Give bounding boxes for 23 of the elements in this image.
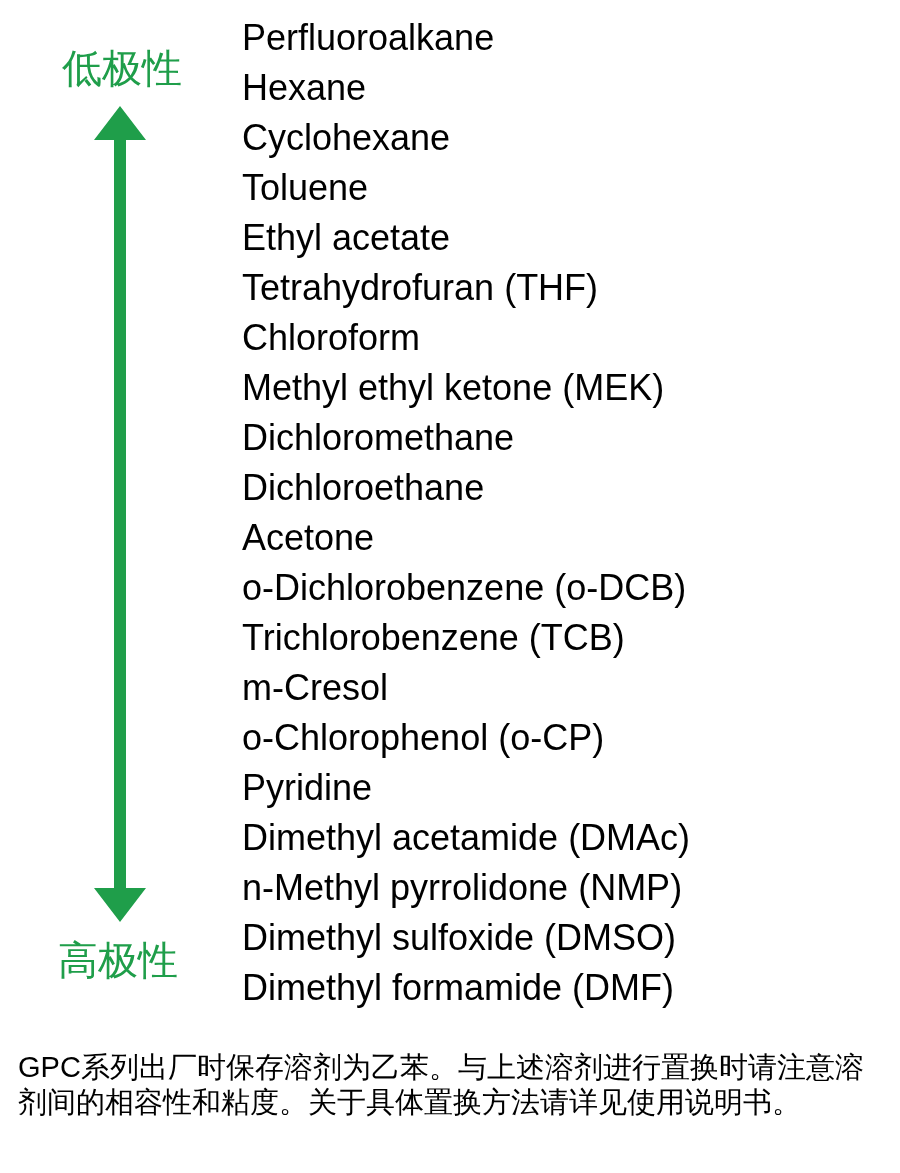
solvent-name: Dimethyl sulfoxide (DMSO) [242,917,677,959]
solvent-name: Acetone [242,517,375,559]
note-text: GPC系列出厂时保存溶剂为乙苯。与上述溶剂进行置换时请注意溶剂间的相容性和粘度。关于具体置换方法请详见使用说明书。 [18,1050,865,1120]
solvent-name: Cyclohexane [242,117,451,159]
solvent-name: Pyridine [242,767,373,809]
solvent-name: o-Dichlorobenzene (o-DCB) [242,567,687,609]
solvent-name: Dichloromethane [242,417,515,459]
solvent-name: Dimethyl formamide (DMF) [242,967,675,1009]
solvent-name: o-Chlorophenol (o-CP) [242,717,605,759]
solvent-name: Perfluoroalkane [242,17,495,59]
solvent-name: Dichloroethane [242,467,485,509]
solvent-name: Trichlorobenzene (TCB) [242,617,625,659]
solvent-name: Methyl ethyl ketone (MEK) [242,367,665,409]
scale-end-label: 低极性 [62,45,182,91]
solvent-name: Toluene [242,167,369,209]
scale-end-label: 高极性 [58,937,178,983]
solvent-name: Tetrahydrofuran (THF) [242,267,599,309]
solvent-name: m-Cresol [242,667,388,709]
solvent-name: Dimethyl acetamide (DMAc) [242,817,691,859]
solvent-name: n-Methyl pyrrolidone (NMP) [242,867,683,909]
solvent-name: Ethyl acetate [242,217,451,259]
solvent-name: Chloroform [242,317,421,359]
solvent-name: Hexane [242,67,367,109]
